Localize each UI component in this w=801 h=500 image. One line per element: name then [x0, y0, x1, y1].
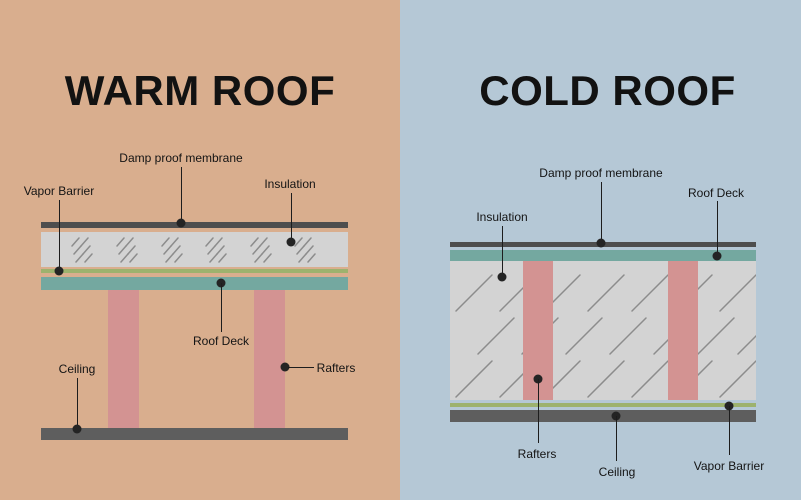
- cold-insulation-hatch-pattern: [455, 274, 756, 398]
- warm-rafters-label: Rafters: [316, 361, 356, 375]
- cold-insulation-label: Insulation: [476, 210, 528, 224]
- cold-roof-title: COLD ROOF: [479, 67, 736, 114]
- warm-ceiling-label: Ceiling: [58, 362, 96, 376]
- warm-roof-deck-layer: [41, 277, 348, 290]
- warm-damp-proof-membrane-leader: [180, 167, 182, 222]
- warm-insulation-label: Insulation: [264, 177, 316, 191]
- warm-insulation-layer: [41, 232, 348, 267]
- cold-insulation-leader: [501, 226, 503, 277]
- warm-insulation-hatch-pattern: [71, 237, 316, 263]
- cold-rafter-right: [668, 261, 698, 400]
- cold-ceiling-leader: [615, 416, 617, 461]
- warm-rafters-leader: [288, 366, 314, 368]
- cold-rafters-leader: [537, 379, 539, 443]
- cold-damp-proof-membrane-dot: [596, 238, 606, 248]
- cold-roof-deck-layer: [450, 250, 756, 261]
- warm-rafter-left: [108, 290, 139, 428]
- cold-vapor-barrier-label: Vapor Barrier: [693, 459, 765, 473]
- cold-vapor-barrier-layer: [450, 403, 756, 407]
- cold-ceiling-layer: [450, 410, 756, 422]
- cold-insulation-layer: [450, 261, 756, 400]
- cold-vapor-barrier-leader: [728, 406, 730, 455]
- warm-ceiling-dot: [72, 424, 82, 434]
- cold-ceiling-label: Ceiling: [598, 465, 636, 479]
- warm-damp-proof-membrane-layer: [41, 222, 348, 228]
- warm-roof-title: WARM ROOF: [64, 67, 336, 114]
- warm-damp-proof-membrane-dot: [176, 218, 186, 228]
- cold-rafters-label: Rafters: [517, 447, 557, 461]
- cold-damp-proof-membrane-leader: [600, 182, 602, 243]
- cold-roof-deck-label: Roof Deck: [687, 186, 745, 200]
- warm-vapor-barrier-dot: [54, 266, 64, 276]
- cold-insulation-dot: [497, 272, 507, 282]
- cold-roof-panel: COLD ROOF Damp proof: [400, 0, 801, 500]
- warm-ceiling-leader: [76, 378, 78, 429]
- warm-ceiling-layer: [41, 428, 348, 440]
- warm-roof-panel: WARM ROOF Damp proof membrane V: [0, 0, 400, 500]
- cold-roof-deck-leader: [716, 201, 718, 256]
- warm-rafter-right: [254, 290, 285, 428]
- warm-vapor-barrier-layer: [41, 269, 348, 273]
- cold-roof-deck-dot: [712, 251, 722, 261]
- warm-insulation-dot: [286, 237, 296, 247]
- warm-vapor-barrier-leader: [58, 200, 60, 271]
- warm-vapor-barrier-label: Vapor Barrier: [23, 184, 95, 198]
- warm-roof-deck-leader: [220, 283, 222, 332]
- warm-damp-proof-membrane-label: Damp proof membrane: [119, 151, 243, 165]
- cold-damp-proof-membrane-label: Damp proof membrane: [539, 166, 663, 180]
- warm-roof-deck-label: Roof Deck: [192, 334, 250, 348]
- warm-rafters-dot: [280, 362, 290, 372]
- warm-insulation-leader: [290, 193, 292, 242]
